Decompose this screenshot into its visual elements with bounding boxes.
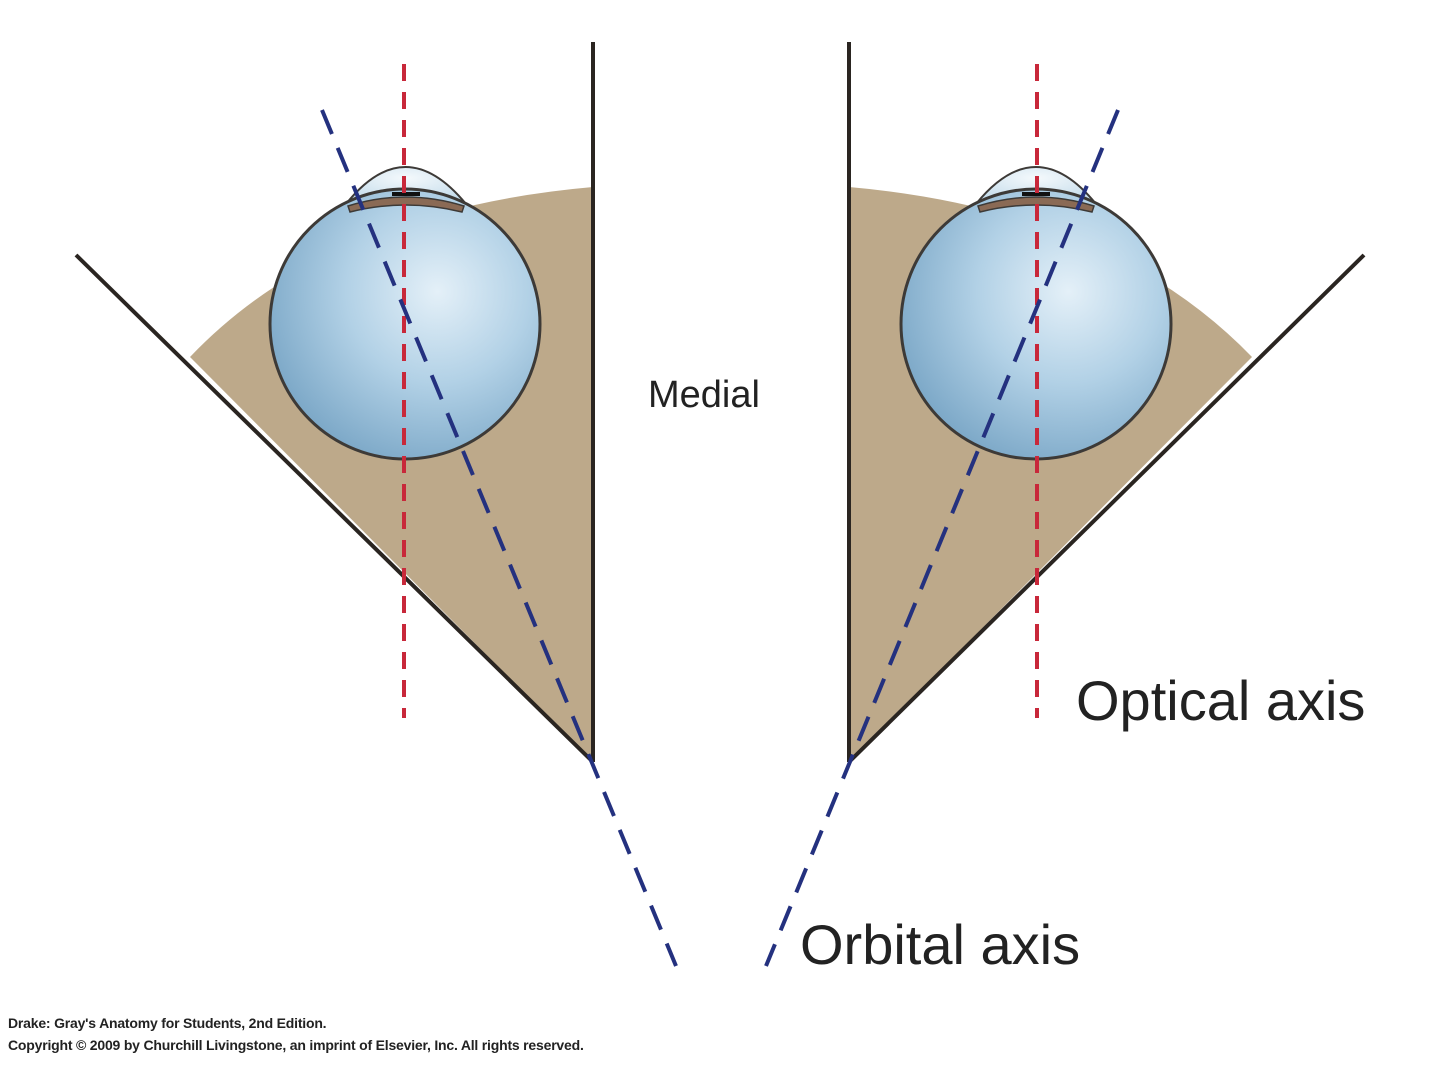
copyright-credit: Drake: Gray's Anatomy for Students, 2nd … bbox=[8, 1012, 584, 1056]
orbital-axis-label: Orbital axis bbox=[800, 913, 1081, 976]
right-orbital-axis bbox=[764, 109, 1120, 967]
credit-line-2: Copyright © 2009 by Churchill Livingston… bbox=[8, 1037, 584, 1053]
left-orbital-axis bbox=[320, 109, 678, 967]
right-orbit-lateral-wall bbox=[847, 253, 1366, 764]
left-orbit bbox=[74, 42, 678, 967]
optical-axis-label: Optical axis bbox=[1076, 669, 1366, 732]
left-orbit-lateral-wall bbox=[74, 253, 595, 764]
right-orbit bbox=[764, 42, 1366, 967]
credit-line-1: Drake: Gray's Anatomy for Students, 2nd … bbox=[8, 1015, 327, 1031]
medial-label: Medial bbox=[648, 374, 760, 416]
